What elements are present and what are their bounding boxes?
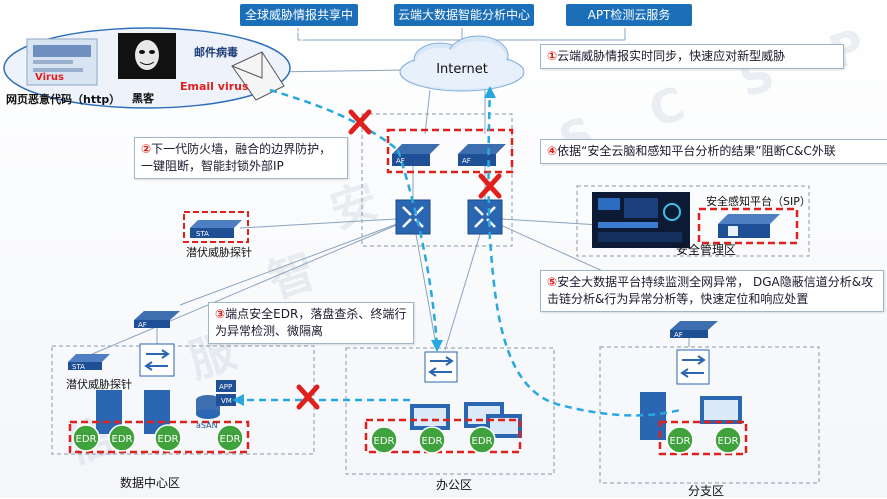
service-threat-intel: 全球威胁情报共享中心 — [240, 4, 358, 44]
dc-switch — [139, 343, 175, 377]
dc-sta-probe-label: 潜伏威胁探针 — [66, 378, 132, 391]
sta-probe-highlight — [183, 211, 249, 243]
callout-text: 下一代防火墙，融合的边界防护，一键阻断，智能封锁外部IP — [141, 142, 332, 173]
email-virus-text: Email virus — [180, 80, 249, 93]
asan-storage-icon — [196, 380, 236, 419]
sta-label: STA — [196, 230, 209, 238]
edr-badge — [370, 426, 398, 454]
edr-label: EDR — [76, 434, 97, 445]
dc-af-firewall — [134, 311, 180, 328]
app-label: APP — [219, 383, 232, 391]
internet-cloud — [399, 35, 525, 92]
edr-label: EDR — [158, 434, 179, 445]
core-switch-2 — [467, 199, 503, 235]
mgmt-zone-box — [576, 185, 810, 257]
af-label: AF — [138, 321, 147, 329]
edr-badge — [108, 424, 136, 452]
office-zone-label: 办公区 — [436, 478, 473, 492]
callout-text: 安全大数据平台持续监测全网异常， DGA隐蔽信道分析&攻击链分析&行为异常分析等… — [547, 275, 874, 306]
callout-text: 依据“安全云脑和感知平台分析的结果”阻断C&C外联 — [557, 144, 836, 158]
asan-label: aSAN — [196, 421, 218, 430]
edr-badges — [72, 424, 742, 454]
edr-label: EDR — [472, 436, 493, 447]
office-switch — [424, 351, 458, 383]
branch-af-firewall — [670, 321, 718, 338]
internet-label: Internet — [436, 62, 488, 77]
sta-probe-device — [190, 220, 242, 238]
service-cloud-analysis: 云端大数据智能分析中心 — [394, 4, 534, 26]
edr-label: EDR — [422, 436, 443, 447]
office-pc-1 — [410, 404, 450, 430]
web-malware-label: 网页恶意代码（http） — [6, 93, 121, 106]
edr-badge — [72, 424, 100, 452]
branch-zone-label: 分支区 — [688, 484, 725, 498]
edr-badge — [418, 426, 446, 454]
callout-4: ④依据“安全云脑和感知平台分析的结果”阻断C&C外联 — [540, 139, 887, 164]
callout-2: ②下一代防火墙，融合的边界防护，一键阻断，智能封锁外部IP — [134, 137, 348, 179]
callout-number: ④ — [547, 144, 558, 158]
edr-label: EDR — [374, 436, 395, 447]
office-edr-highlight — [364, 418, 522, 454]
email-virus-icon — [231, 51, 285, 101]
branch-switch — [676, 349, 710, 385]
callout-number: ③ — [215, 307, 226, 321]
block-x-mark — [296, 384, 320, 410]
sta-probe-label: 潜伏威胁探针 — [186, 246, 252, 259]
edr-badge — [666, 426, 694, 454]
af-label: AF — [462, 157, 471, 165]
core-zone-box — [361, 113, 513, 247]
flow-arrowhead — [431, 340, 443, 352]
email-label: 邮件病毒 — [194, 46, 238, 59]
sip-device — [718, 214, 780, 238]
threat-flow-paths — [240, 87, 681, 417]
edr-label: EDR — [220, 434, 241, 445]
connection-lines — [89, 28, 690, 356]
core-switch-1 — [395, 199, 431, 235]
edr-label: EDR — [670, 436, 691, 447]
branch-server — [640, 392, 666, 440]
dc-edr-highlight — [68, 420, 250, 454]
service-apt-cloud: APT检测云服务 — [566, 4, 692, 26]
callout-5: ⑤安全大数据平台持续监测全网异常， DGA隐蔽信道分析&攻击链分析&行为异常分析… — [540, 270, 884, 312]
af-label: AF — [396, 157, 405, 165]
edr-badge — [154, 424, 182, 452]
callout-text: 端点安全EDR，落盘查杀、终端行为异常检测、微隔离 — [215, 307, 407, 338]
mgmt-zone-label: 安全管理区 — [676, 243, 737, 257]
callout-number: ① — [547, 49, 558, 63]
edr-badge — [216, 424, 244, 452]
block-x-mark — [478, 173, 502, 199]
vm-label: VM — [221, 397, 232, 405]
dc-sta-device — [68, 354, 110, 370]
branch-edr-highlight — [658, 420, 748, 456]
branch-zone-box — [599, 346, 820, 484]
af-label: AF — [674, 331, 683, 339]
af-firewall-2 — [458, 144, 506, 166]
callout-3: ③端点安全EDR，落盘查杀、终端行为异常检测、微隔离 — [208, 302, 414, 344]
edr-label: EDR — [112, 434, 133, 445]
sta-label: STA — [72, 363, 85, 371]
sip-highlight — [697, 207, 799, 245]
virus-text: Virus — [35, 72, 64, 83]
branch-pc — [700, 396, 742, 424]
callout-number: ② — [141, 142, 152, 156]
flow-arrowhead — [484, 86, 496, 98]
callout-number: ⑤ — [547, 275, 558, 289]
edr-label: EDR — [718, 436, 739, 447]
edr-badge — [468, 426, 496, 454]
hacker-label: 黑客 — [132, 92, 154, 105]
flow-arrowhead — [232, 394, 244, 406]
block-x-mark — [348, 109, 372, 135]
datacenter-zone-label: 数据中心区 — [120, 476, 181, 490]
dashboard-screen — [592, 192, 690, 248]
office-zone-box — [345, 347, 555, 475]
sip-label: 安全感知平台（SIP） — [706, 195, 811, 208]
edr-badge — [714, 426, 742, 454]
callout-1: ①云端威胁情报实时同步，快速应对新型威胁 — [540, 44, 844, 69]
firewall-highlight — [386, 128, 514, 174]
callout-text: 云端威胁情报实时同步，快速应对新型威胁 — [557, 49, 786, 63]
